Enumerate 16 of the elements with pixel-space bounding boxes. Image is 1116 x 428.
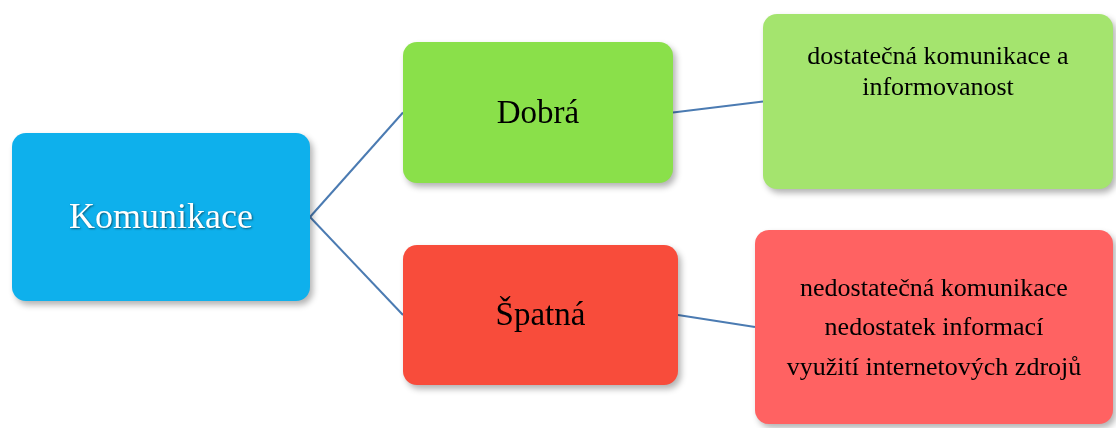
connector-line xyxy=(672,100,764,114)
node-text: Dobrá xyxy=(496,92,580,132)
node-text: nedostatečná komunikace xyxy=(800,272,1068,304)
rounded-box xyxy=(12,133,310,301)
connector-line xyxy=(309,111,404,218)
rounded-box xyxy=(755,230,1113,424)
node-text: dostatečná komunikace a informovanost xyxy=(806,40,1070,103)
connector-line xyxy=(677,314,756,328)
node-text: Špatná xyxy=(495,295,586,335)
rounded-box xyxy=(763,14,1113,189)
rounded-box xyxy=(403,245,678,385)
rounded-box xyxy=(403,42,673,183)
node-text: nedostatek informací xyxy=(824,311,1044,343)
node-text: Komunikace xyxy=(69,195,253,239)
node-text: využití internetových zdrojů xyxy=(786,350,1082,382)
connector-line xyxy=(309,216,404,316)
